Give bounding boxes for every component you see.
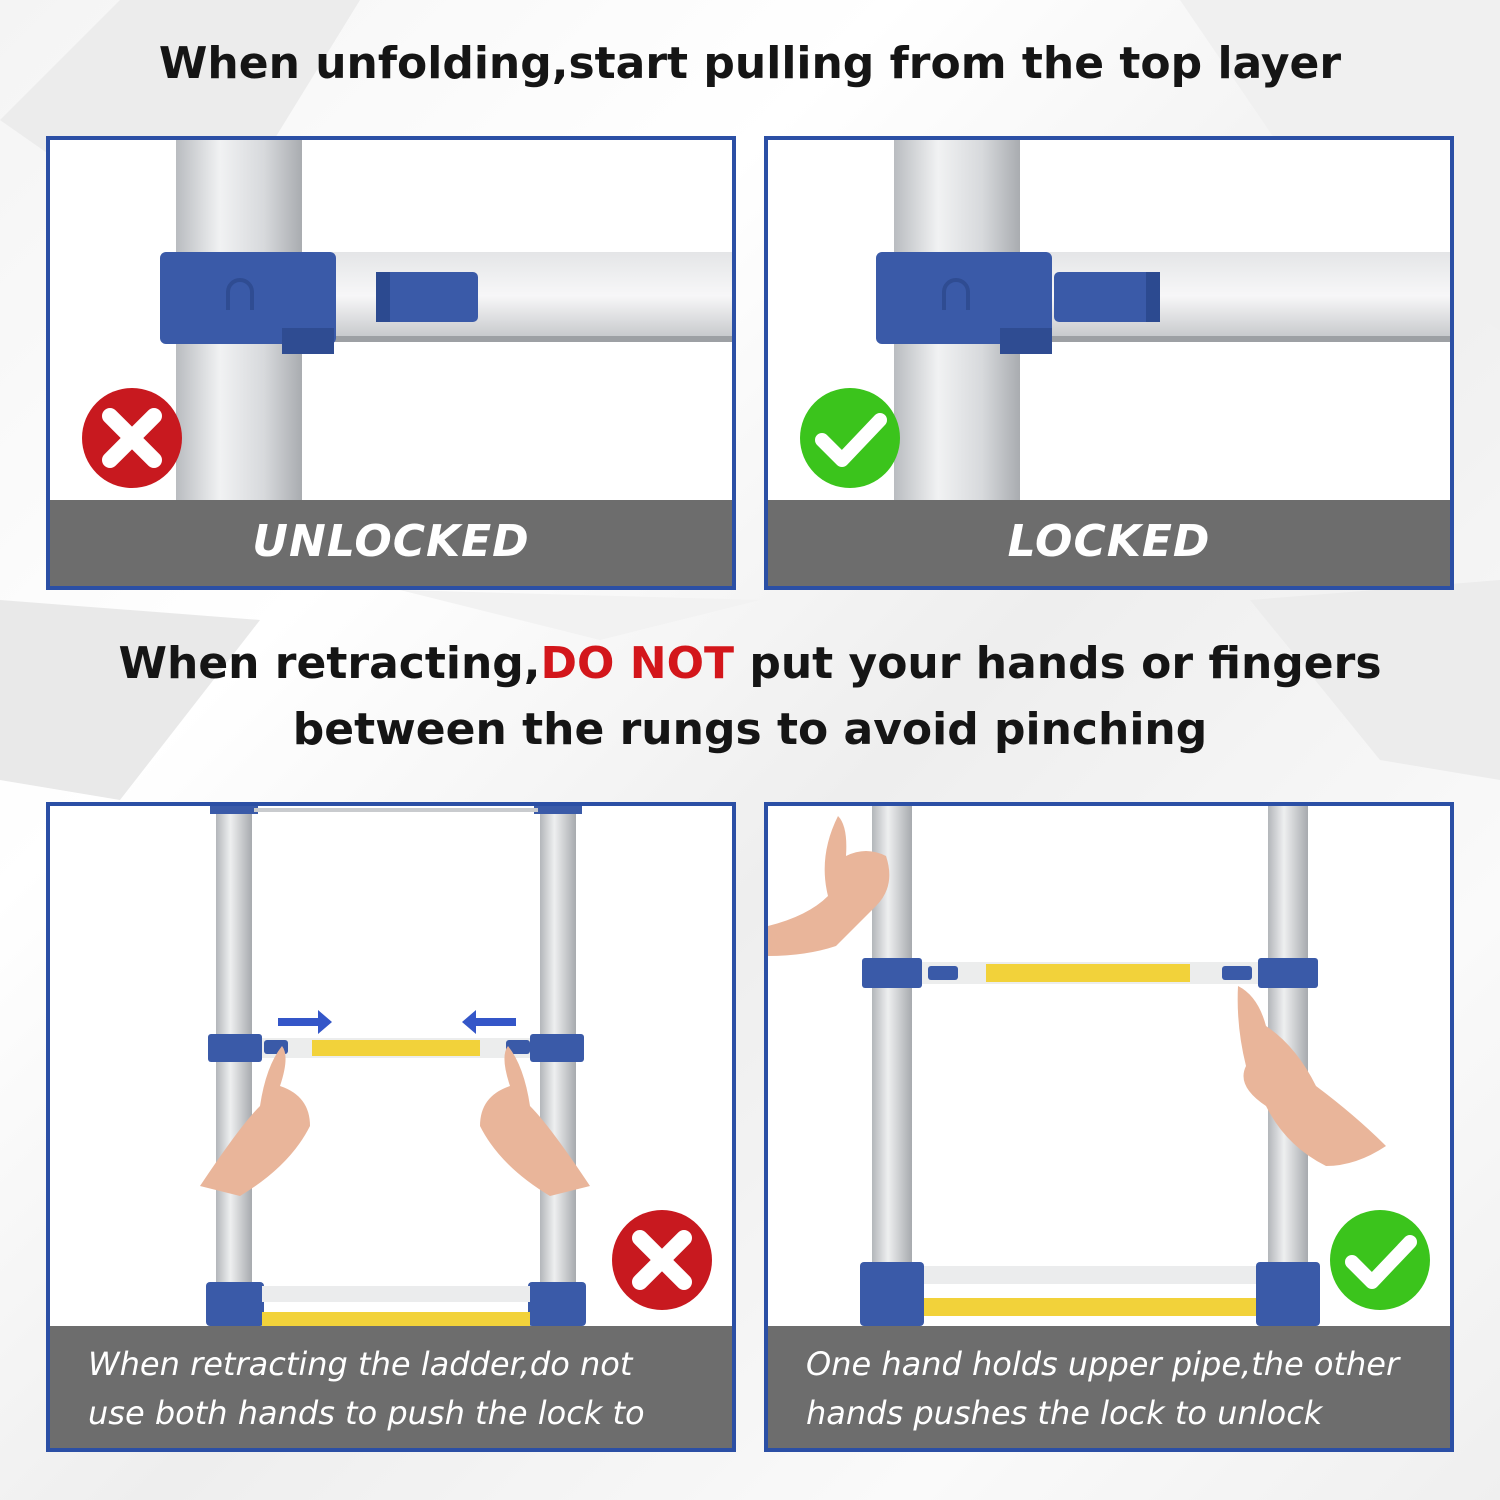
caption-text: One hand holds upper pipe,the other hand… [806, 1340, 1430, 1438]
caption-bar: When retracting the ladder,do not use bo… [50, 1326, 732, 1448]
caption-bar: LOCKED [768, 500, 1450, 586]
caption-line-1: One hand holds upper pipe,the other [806, 1345, 1400, 1383]
status-label-locked: LOCKED [1007, 516, 1211, 567]
ladder-one-hand-illustration [768, 806, 1386, 1326]
caption-line-2: hands pushes the lock to unlock [806, 1394, 1323, 1432]
caption-bar: UNLOCKED [50, 500, 732, 586]
warning-text: DO NOT [540, 638, 735, 689]
status-label-unlocked: UNLOCKED [252, 516, 530, 567]
panel-unlocked: UNLOCKED [46, 136, 736, 590]
heading-retracting-line1: When retracting,DO NOT put your hands or… [0, 638, 1500, 689]
check-icon [800, 388, 900, 488]
panel-one-hand-correct: One hand holds upper pipe,the other hand… [764, 802, 1454, 1452]
check-icon [1330, 1210, 1430, 1310]
ladder-both-hands-illustration [200, 806, 590, 1326]
cross-icon [612, 1210, 712, 1310]
caption-bar: One hand holds upper pipe,the other hand… [768, 1326, 1450, 1448]
panel-both-hands-wrong: When retracting the ladder,do not use bo… [46, 802, 736, 1452]
cross-icon [82, 388, 182, 488]
caption-line-2: use both hands to push the lock to lock [88, 1394, 645, 1448]
caption-line-1: When retracting the ladder,do not [88, 1345, 633, 1383]
unlocked-lock-illustration [160, 140, 732, 586]
heading-retracting-line2: between the rungs to avoid pinching [292, 704, 1208, 755]
heading-retracting-part1: When retracting, [118, 638, 541, 689]
heading-retracting-part2: put your hands or fingers [734, 638, 1382, 689]
panel-locked: LOCKED [764, 136, 1454, 590]
heading-unfolding: When unfolding,start pulling from the to… [158, 38, 1342, 89]
caption-text: When retracting the ladder,do not use bo… [88, 1340, 712, 1448]
